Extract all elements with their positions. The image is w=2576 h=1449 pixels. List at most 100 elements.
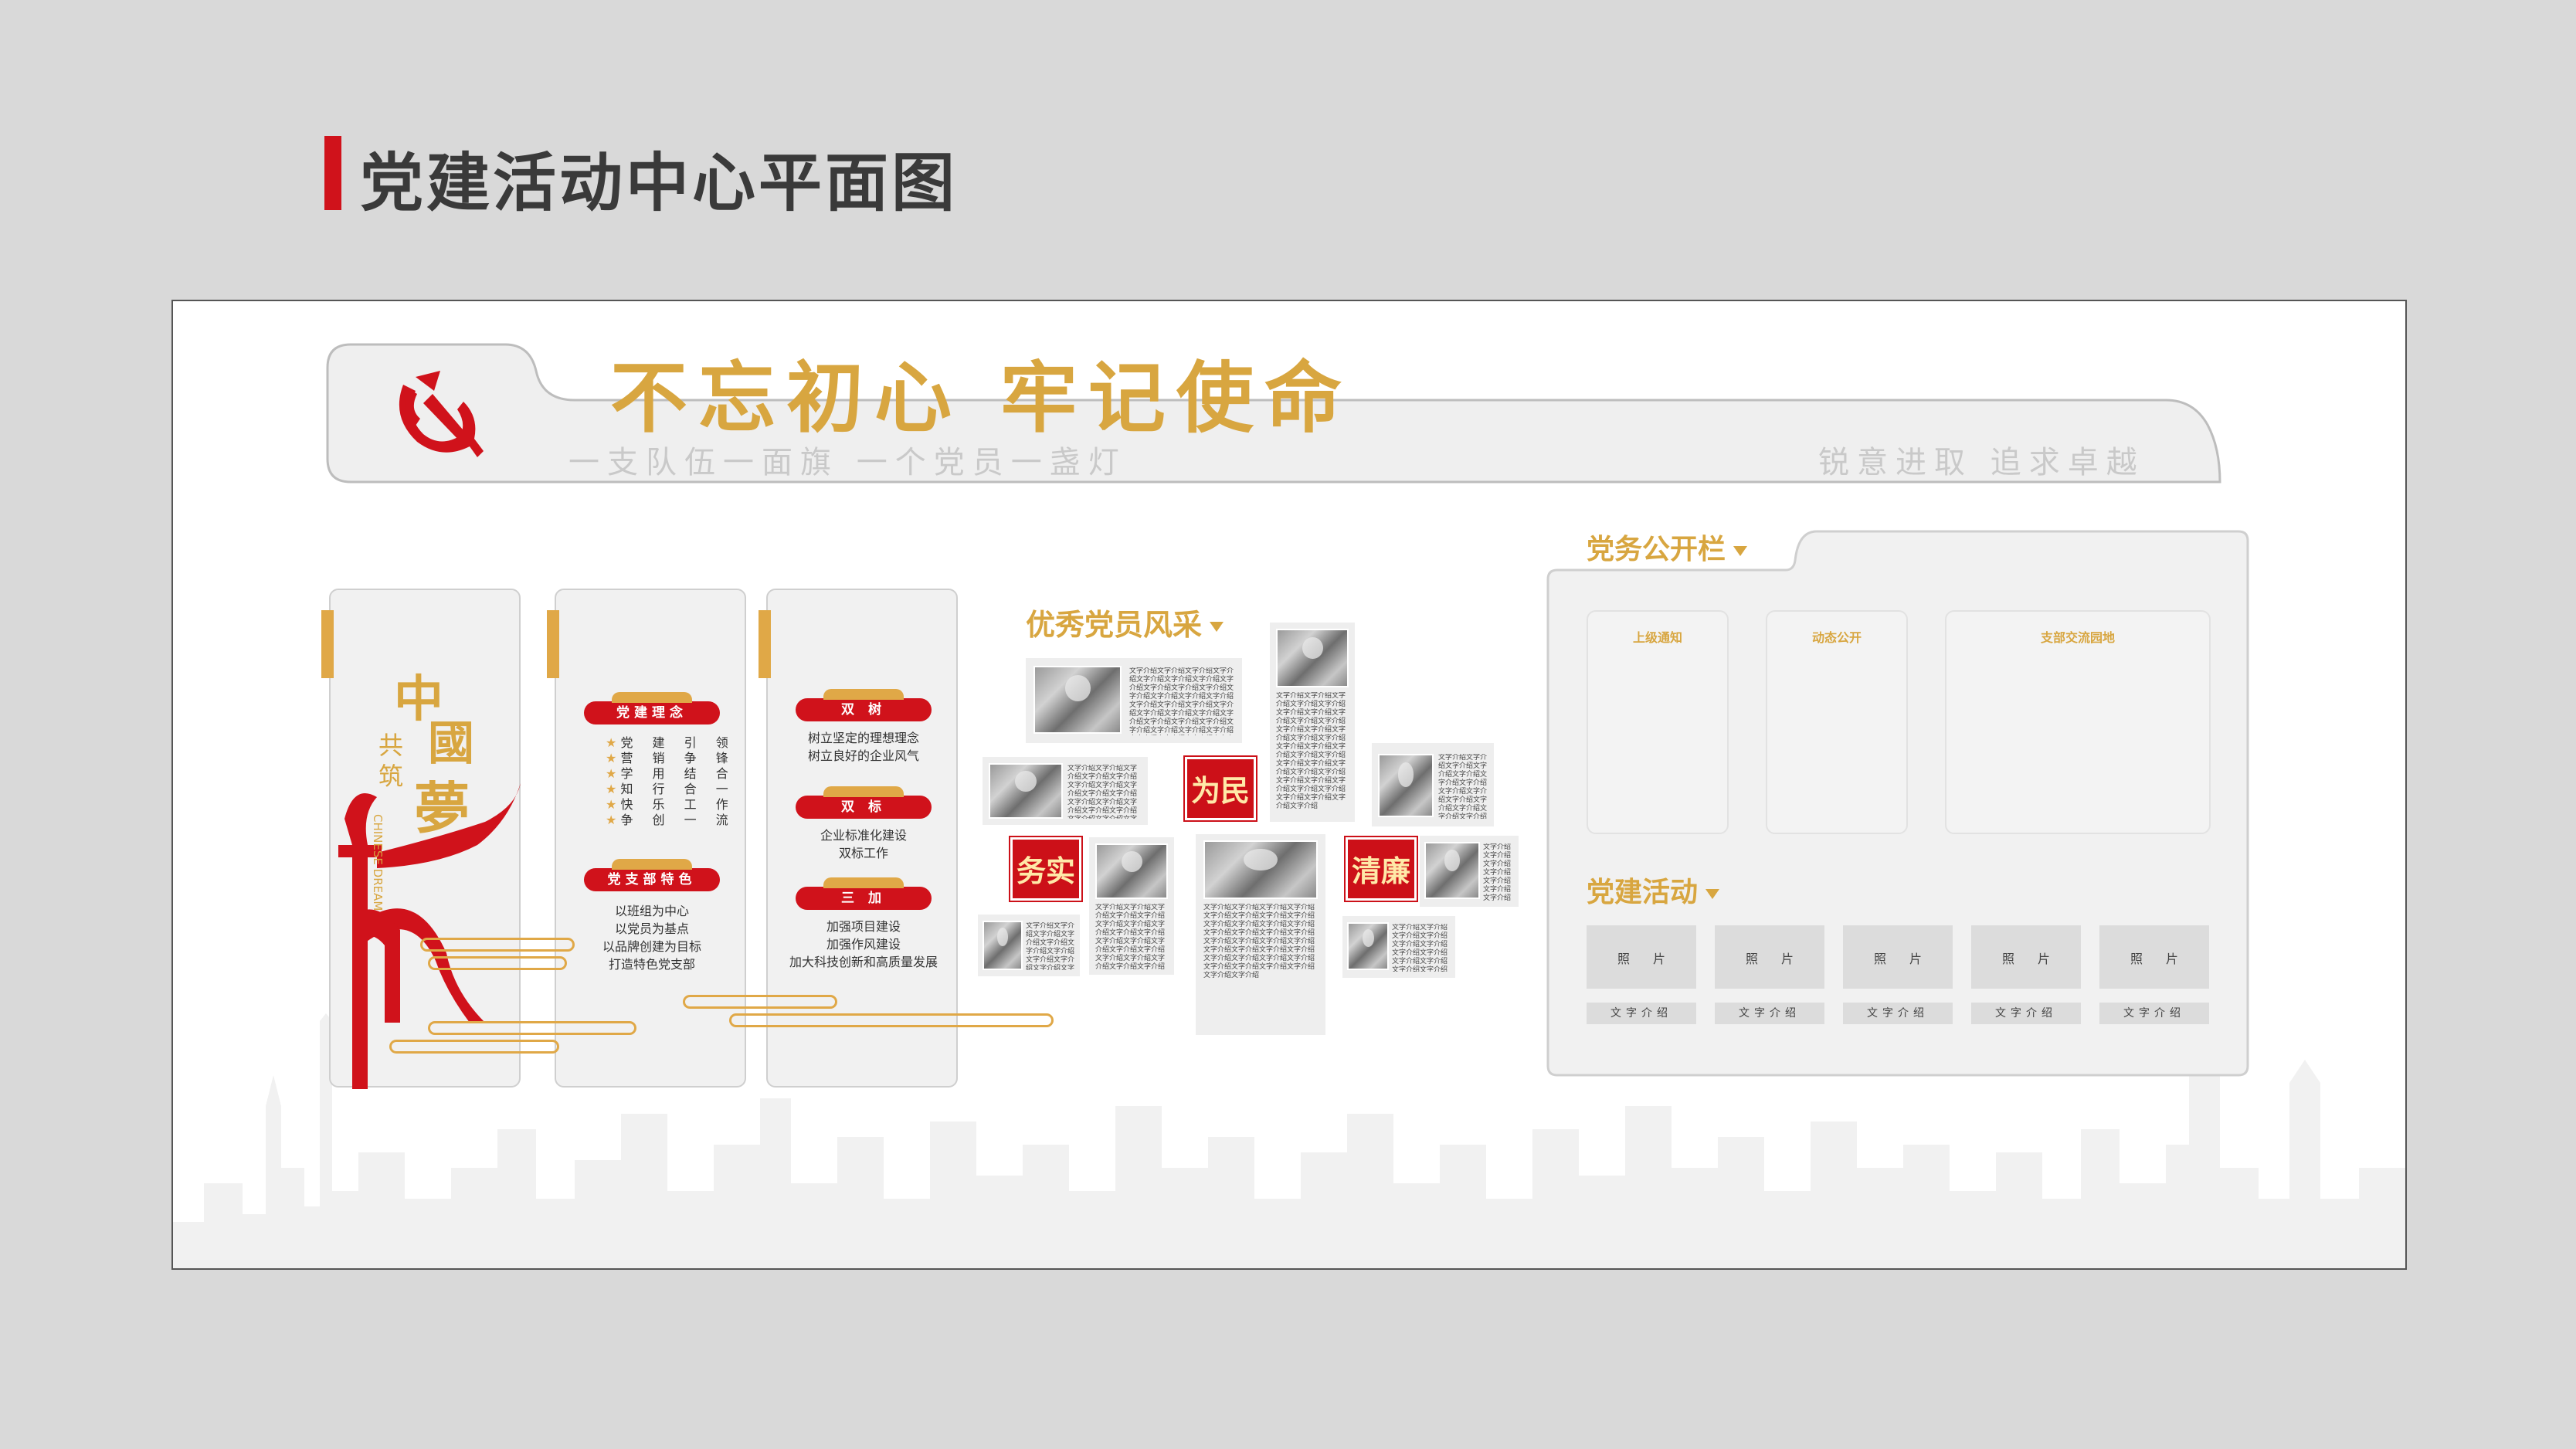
list-item: 快 乐 工 作 [606, 797, 736, 813]
activity-caption: 文字介绍 [2099, 1003, 2209, 1024]
virtue-badge: 为民 [1185, 757, 1256, 820]
chinese-dream-panel: 中 國 夢 共 筑 CHINESE DREAM [321, 589, 521, 1089]
text-line: 企业标准化建设 [820, 828, 907, 843]
dream-char-gong: 共 [378, 731, 404, 760]
member-card: 文字介绍文字介绍文字介绍文字介绍文字介绍文字介绍文字介绍文字介绍文字介绍文字介绍… [1342, 916, 1455, 978]
activity-section-title: 党建活动 [1587, 870, 1720, 910]
member-description: 文字介绍文字介绍文字介绍文字介绍文字介绍文字介绍文字介绍文字介绍文字介绍文字介绍… [1129, 667, 1234, 735]
activity-photo: 照片 [1715, 925, 1824, 989]
member-card: 文字介绍文字介绍文字介绍文字介绍文字介绍文字介绍文字介绍文字介绍文字介绍文字介绍… [1270, 623, 1355, 822]
gold-cloud-scroll [428, 1021, 636, 1035]
dream-char-guo: 國 [428, 717, 474, 771]
activity-photo: 照片 [1971, 925, 2081, 989]
dream-english: CHINESE DREAM [371, 814, 385, 911]
triangle-down-icon [1733, 545, 1748, 556]
gold-cloud-scroll [683, 995, 837, 1009]
party-ideas-panel: 党建理念 党 建 引 领 营 销 争 锋 学 用 结 合 知 行 合 一 快 乐… [547, 589, 748, 1088]
member-description: 文字介绍文字介绍文字介绍文字介绍文字介绍文字介绍文字介绍文字介绍文字介绍文字介绍… [1392, 924, 1448, 972]
activity-photo: 照片 [1587, 925, 1696, 989]
notice-slot: 上级通知 [1587, 610, 1729, 834]
affairs-section-title: 党务公开栏 [1587, 527, 1748, 567]
branch-feature-lines: 以班组为中心 以党员为基点 以品牌创建为目标 打造特色党支部 [556, 902, 748, 973]
member-photo [1378, 754, 1434, 817]
text-line: 加强作风建设 [826, 937, 901, 952]
text-line: 树立坚定的理想理念 [807, 731, 919, 745]
gold-cloud-scroll [389, 1040, 559, 1054]
text-line: 以党员为基点 [614, 921, 689, 936]
member-photo [989, 763, 1063, 819]
gold-cloud-scroll [420, 938, 575, 952]
party-affairs-board: 党务公开栏 上级通知 动态公开 支部交流园地 党建活动 照片 照片 照片 照片 … [1546, 530, 2249, 1078]
member-card: 文字介绍文字介绍文字介绍文字介绍文字介绍文字介绍文字介绍文字介绍文字介绍文字介绍… [1089, 837, 1174, 975]
member-photo [1095, 843, 1168, 899]
banner-outline [326, 343, 2221, 484]
list-item: 党 建 引 领 [606, 735, 736, 751]
member-description: 文字介绍文字介绍文字介绍文字介绍文字介绍文字介绍文字介绍文字介绍文字介绍文字介绍… [1438, 754, 1488, 819]
photo-label: 照片 [1873, 952, 1945, 966]
activity-caption: 文字介绍 [1971, 1003, 2081, 1024]
slot-label: 支部交流园地 [2040, 630, 2115, 645]
chinese-dream-artwork [338, 783, 521, 1089]
activity-photo: 照片 [1843, 925, 1953, 989]
branch-feature-pill: 党支部特色 [584, 859, 720, 891]
virtue-badge: 务实 [1010, 837, 1081, 901]
member-description: 文字介绍文字介绍文字介绍文字介绍文字介绍文字介绍文字介绍文字介绍文字介绍文字介绍… [1276, 692, 1346, 810]
double-standard-pill: 双 标 [796, 786, 932, 819]
list-item: 知 行 合 一 [606, 782, 736, 797]
three-plus-pill: 三 加 [796, 877, 932, 910]
dream-char-meng: 夢 [414, 775, 470, 841]
member-description: 文字介绍文字介绍文字介绍文字介绍文字介绍文字介绍文字介绍文字介绍文字介绍文字介绍… [1067, 765, 1138, 819]
photo-label: 照片 [2130, 952, 2201, 966]
text-line: 加大科技创新和高质量发展 [789, 955, 938, 969]
list-item: 营 销 争 锋 [606, 751, 736, 766]
member-photo [1033, 666, 1122, 734]
member-photo [983, 921, 1023, 970]
list-item: 学 用 结 合 [606, 766, 736, 782]
dream-char-zhong: 中 [394, 670, 443, 728]
page-title: 党建活动中心平面图 [360, 147, 959, 220]
photo-label: 照片 [1617, 952, 1688, 966]
panel-gold-tab [321, 610, 334, 678]
double-standard-lines: 企业标准化建设 双标工作 [768, 826, 959, 862]
double-tree-pill: 双 树 [796, 689, 932, 721]
member-description: 文字介绍文字介绍文字介绍文字介绍文字介绍文字介绍文字介绍文字介绍文字介绍文字介绍… [1483, 843, 1512, 901]
text-line: 树立良好的企业风气 [807, 748, 919, 763]
title-accent-bar [324, 136, 341, 210]
member-card: 文字介绍文字介绍文字介绍文字介绍文字介绍文字介绍文字介绍文字介绍文字介绍文字介绍… [1196, 834, 1325, 1035]
double-tree-lines: 树立坚定的理想理念 树立良好的企业风气 [768, 729, 959, 765]
dream-char-zhu: 筑 [378, 762, 404, 791]
member-card: 文字介绍文字介绍文字介绍文字介绍文字介绍文字介绍文字介绍文字介绍文字介绍文字介绍… [1420, 836, 1519, 907]
text-line: 以班组为中心 [614, 904, 689, 918]
virtue-badge: 清廉 [1346, 837, 1417, 901]
text-line: 以品牌创建为目标 [602, 939, 701, 954]
list-item: 争 创 一 流 [606, 813, 736, 828]
panel-gold-tab [547, 610, 559, 678]
text-line: 加强项目建设 [826, 919, 901, 934]
triangle-down-icon [1210, 622, 1224, 632]
activity-caption: 文字介绍 [1843, 1003, 1953, 1024]
member-photo [1347, 922, 1389, 970]
triangle-down-icon [1705, 888, 1720, 899]
news-slot: 动态公开 [1766, 610, 1908, 834]
exchange-slot: 支部交流园地 [1945, 610, 2211, 834]
member-card: 文字介绍文字介绍文字介绍文字介绍文字介绍文字介绍文字介绍文字介绍文字介绍文字介绍… [1026, 658, 1242, 743]
photo-label: 照片 [1745, 952, 1817, 966]
slot-label: 上级通知 [1632, 630, 1682, 645]
slot-label: 动态公开 [1811, 630, 1862, 645]
city-skyline-silhouette [173, 1013, 2405, 1268]
main-slogan: 不忘初心 牢记使命 [610, 352, 1352, 443]
member-photo [1203, 840, 1318, 899]
gold-cloud-scroll [729, 1013, 1054, 1027]
sub-slogan-left: 一支队伍一面旗 一个党员一盏灯 [568, 445, 1127, 480]
member-card: 文字介绍文字介绍文字介绍文字介绍文字介绍文字介绍文字介绍文字介绍文字介绍文字介绍… [1372, 743, 1494, 826]
activity-caption: 文字介绍 [1587, 1003, 1696, 1024]
activity-photo: 照片 [2099, 925, 2209, 989]
ideas-list: 党 建 引 领 营 销 争 锋 学 用 结 合 知 行 合 一 快 乐 工 作 … [606, 735, 736, 828]
photo-label: 照片 [2001, 952, 2073, 966]
member-card: 文字介绍文字介绍文字介绍文字介绍文字介绍文字介绍文字介绍文字介绍文字介绍文字介绍… [983, 757, 1148, 825]
activity-caption: 文字介绍 [1715, 1003, 1824, 1024]
three-plus-lines: 加强项目建设 加强作风建设 加大科技创新和高质量发展 [768, 918, 959, 971]
wall-design-canvas: 不忘初心 牢记使命 一支队伍一面旗 一个党员一盏灯 锐意进取 追求卓越 中 國 … [171, 300, 2407, 1270]
members-section-title: 优秀党员风采 [1026, 601, 1224, 643]
member-description: 文字介绍文字介绍文字介绍文字介绍文字介绍文字介绍文字介绍文字介绍文字介绍文字介绍… [1026, 922, 1075, 970]
